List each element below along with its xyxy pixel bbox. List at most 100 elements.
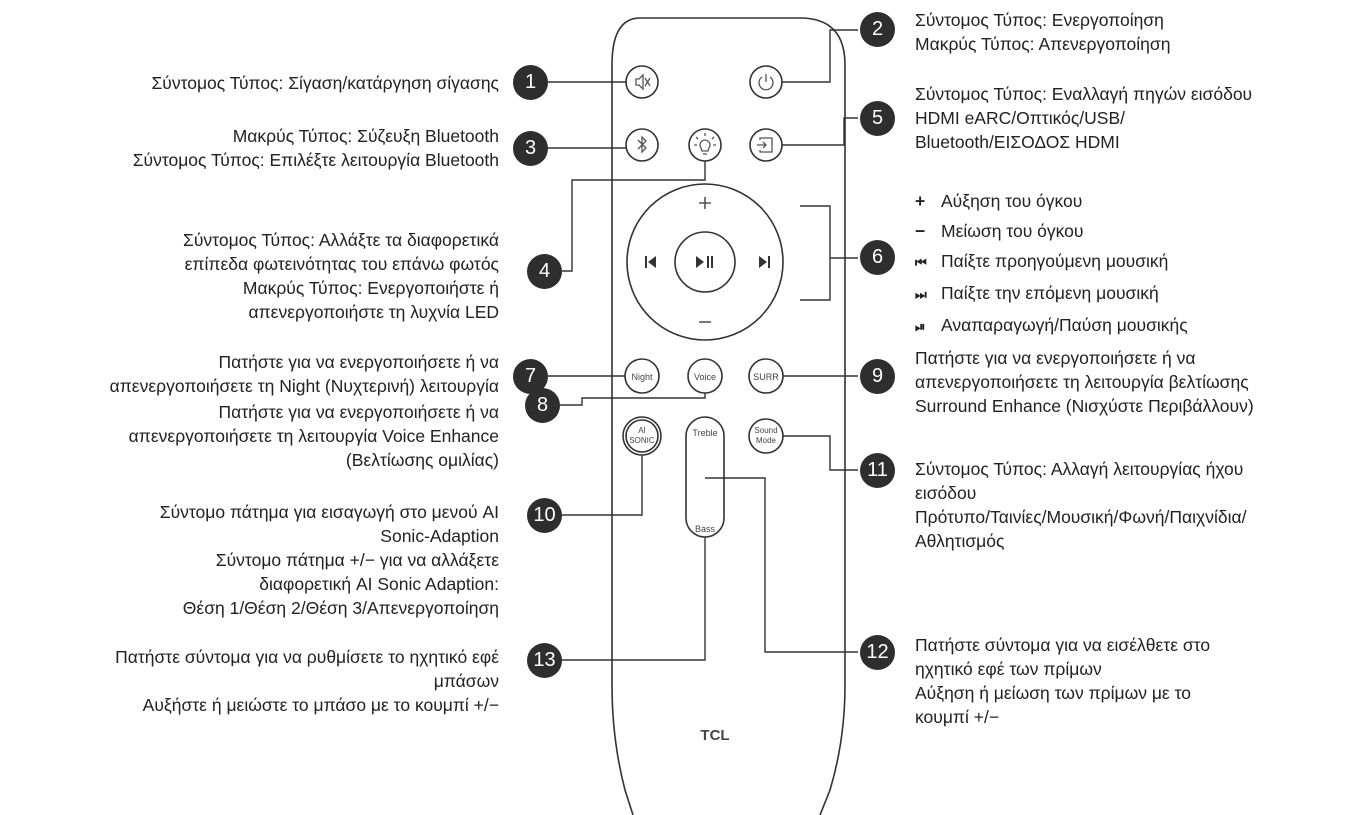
leader-6 <box>800 205 858 301</box>
ai-sonic-button-inner <box>625 419 659 453</box>
callout-9-text: Πατήστε για να ενεργοποιήσετε ή να απενε… <box>915 346 1254 418</box>
leader-8 <box>560 393 706 406</box>
callout-12-text: Πατήστε σύντομα για να εισέλθετε στο ηχη… <box>915 633 1210 729</box>
callout-11-line: Σύντομος Τύπος: Αλλαγή λειτουργίας ήχου <box>915 459 1244 479</box>
callout-6-item: ⏯ Αναπαραγωγή/Παύση μουσικής <box>915 310 1188 342</box>
callout-13-line: Αυξήστε ή μειώστε το μπάσο με το κουμπί … <box>142 695 499 715</box>
sound-mode-label-line1[interactable]: Sound <box>754 426 777 435</box>
play-pause-icon <box>696 256 713 268</box>
leader-13 <box>562 537 706 661</box>
callout-13-line: μπάσων <box>433 671 499 691</box>
callout-13-text: Πατήστε σύντομα για να ρυθμίσετε το ηχητ… <box>115 645 499 717</box>
power-icon <box>758 74 774 91</box>
callout-5-line: Bluetooth/ΕΙΣΟΔΟΣ HDMI <box>915 132 1120 152</box>
callout-10-line: Sonic-Adaption <box>380 526 499 546</box>
callout-8-line: (Βελτίωσης ομιλίας) <box>345 450 499 470</box>
callout-12-line: Αύξηση ή μείωση των πρίμων με το <box>915 683 1191 703</box>
mute-icon <box>635 73 651 91</box>
leader-2 <box>782 29 858 83</box>
callout-2-text: Σύντομος Τύπος: Ενεργοποίηση Μακρύς Τύπο… <box>915 8 1170 56</box>
callout-4-line: Σύντομος Τύπος: Αλλάξτε τα διαφορετικά <box>183 230 499 250</box>
callout-9-line: Πατήστε για να ενεργοποιήσετε ή να <box>915 348 1196 368</box>
brand-logo: TCL <box>700 727 729 744</box>
badge-3: 3 <box>513 131 548 166</box>
ai-sonic-label-line1[interactable]: AI <box>638 426 646 435</box>
night-button-label[interactable]: Night <box>631 372 653 382</box>
callout-8-text: Πατήστε για να ενεργοποιήσετε ή να απενε… <box>129 400 499 472</box>
sound-mode-label-line2[interactable]: Mode <box>756 436 777 445</box>
callout-11-line: Αθλητισμός <box>915 531 1005 551</box>
callout-8-line: απενεργοποιήσετε τη λειτουργία Voice Enh… <box>128 426 499 446</box>
badge-2: 2 <box>860 12 895 47</box>
callout-7-line: Πατήστε για να ενεργοποιήσετε ή να <box>218 352 500 372</box>
leader-5 <box>782 117 858 146</box>
callout-9-line: Surround Enhance (Νισχύστε Περιβάλλουν) <box>915 396 1254 416</box>
callout-6-text: +Αύξηση του όγκου −Μείωση του όγκου ⏮ Παί… <box>915 186 1188 342</box>
callout-6-item: +Αύξηση του όγκου <box>915 186 1188 216</box>
bluetooth-icon <box>637 135 647 154</box>
callout-10-text: Σύντομο πάτημα για εισαγωγή στο μενού AI… <box>160 500 499 620</box>
badge-6: 6 <box>860 240 895 275</box>
callout-7-text: Πατήστε για να ενεργοποιήσετε ή να απενε… <box>110 350 499 398</box>
dpad-outer <box>626 183 784 341</box>
badge-5: 5 <box>860 101 895 136</box>
callout-12-line: κουμπί +/− <box>915 707 1000 727</box>
leader-4 <box>562 161 706 272</box>
callout-12-line: ηχητικό εφέ των πρίμων <box>915 659 1102 679</box>
badge-11: 11 <box>860 453 895 488</box>
bass-label[interactable]: Bass <box>695 524 716 534</box>
next-icon <box>759 256 770 268</box>
prev-icon <box>645 256 656 268</box>
treble-label[interactable]: Treble <box>692 428 717 438</box>
vol-plus-icon <box>699 197 711 209</box>
callout-7-line: απενεργοποιήσετε τη Night (Νυχτερινή) λε… <box>109 376 499 396</box>
callout-5-line: Σύντομος Τύπος: Εναλλαγή πηγών εισόδου <box>915 84 1253 104</box>
bluetooth-button-outline <box>625 128 659 162</box>
callout-4-line: απενεργοποιήστε τη λυχνία LED <box>248 302 499 322</box>
vol-down-symbol: − <box>915 221 926 241</box>
callout-4-line: Μακρύς Τύπος: Ενεργοποιήστε ή <box>242 278 499 298</box>
callout-6-item-text: Παίξτε την επόμενη μουσική <box>941 283 1159 303</box>
mute-button-outline <box>625 65 659 99</box>
badge-9: 9 <box>860 359 895 394</box>
leader-12 <box>705 477 858 653</box>
callout-6-item-text: Μείωση του όγκου <box>941 221 1084 241</box>
badge-1: 1 <box>513 65 548 100</box>
play-pause-symbol: ⏯ <box>915 319 926 334</box>
callout-6-item: −Μείωση του όγκου <box>915 216 1188 246</box>
callout-1-text: Σύντομος Τύπος: Σίγαση/κατάργηση σίγασης <box>151 71 499 95</box>
badge-10: 10 <box>527 498 562 533</box>
callout-13-line: Πατήστε σύντομα για να ρυθμίσετε το ηχητ… <box>115 647 499 667</box>
callout-5-line: HDMI eARC/Οπτικός/USB/ <box>915 108 1126 128</box>
next-symbol: ⏭ <box>915 287 927 302</box>
callout-6-item-text: Παίξτε προηγούμενη μουσική <box>941 251 1169 271</box>
badge-4: 4 <box>527 254 562 289</box>
callout-6-item: ⏮ Παίξτε προηγούμενη μουσική <box>915 246 1188 278</box>
surr-button-label[interactable]: SURR <box>753 372 779 382</box>
dpad-center <box>674 231 736 293</box>
callout-11-line: Πρότυπο/Ταινίες/Μουσική/Φωνή/Παιχνίδια/ <box>915 507 1247 527</box>
vol-up-symbol: + <box>915 191 926 211</box>
callout-1-line: Σύντομος Τύπος: Σίγαση/κατάργηση σίγασης <box>151 73 499 93</box>
callout-2-line: Μακρύς Τύπος: Απενεργοποίηση <box>915 34 1171 54</box>
callout-8-line: Πατήστε για να ενεργοποιήσετε ή να <box>218 402 500 422</box>
callout-2-line: Σύντομος Τύπος: Ενεργοποίηση <box>915 10 1164 30</box>
voice-button-label[interactable]: Voice <box>694 372 716 382</box>
prev-symbol: ⏮ <box>915 255 927 270</box>
remote-body <box>611 17 846 815</box>
ai-sonic-label-line2[interactable]: SONIC <box>629 436 655 445</box>
callout-5-text: Σύντομος Τύπος: Εναλλαγή πηγών εισόδου H… <box>915 82 1252 154</box>
callout-10-line: Σύντομο πάτημα για εισαγωγή στο μενού AI <box>159 502 499 522</box>
callout-10-line: Σύντομο πάτημα +/− για να αλλάξετε <box>215 550 499 570</box>
callout-3-line: Μακρύς Τύπος: Σύζευξη Bluetooth <box>232 126 499 146</box>
input-icon <box>757 137 773 153</box>
callout-6-item-text: Αναπαραγωγή/Παύση μουσικής <box>941 315 1188 335</box>
callout-12-line: Πατήστε σύντομα για να εισέλθετε στο <box>915 635 1211 655</box>
badge-13: 13 <box>527 643 562 678</box>
callout-6-item: ⏭ Παίξτε την επόμενη μουσική <box>915 278 1188 310</box>
callout-10-line: Θέση 1/Θέση 2/Θέση 3/Απενεργοποίηση <box>182 598 499 618</box>
callout-4-text: Σύντομος Τύπος: Αλλάξτε τα διαφορετικά ε… <box>183 228 499 324</box>
callout-3-text: Μακρύς Τύπος: Σύζευξη Bluetooth Σύντομος… <box>133 124 499 172</box>
leader-10 <box>562 455 643 516</box>
